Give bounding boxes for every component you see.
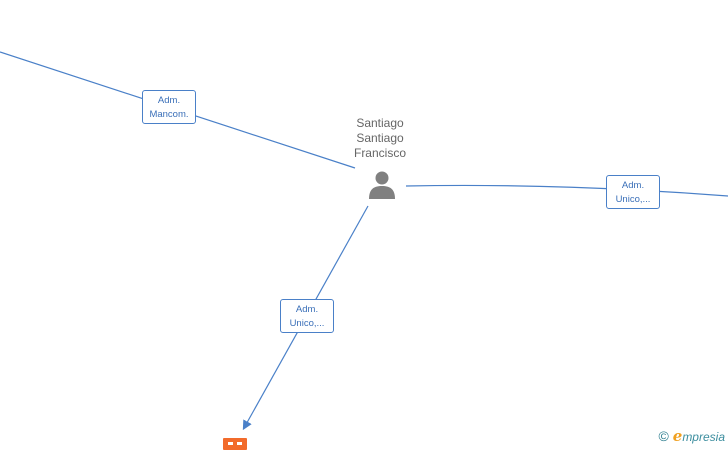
building-window [228, 442, 233, 445]
edge-label-unico-down-line-1: Adm. [295, 304, 319, 315]
brand-logo: empresia [673, 427, 725, 445]
building-icon[interactable] [223, 438, 247, 450]
empresia-watermark: © empresia [658, 427, 725, 445]
edge-label-unico-right[interactable]: Adm. Unico,... [606, 175, 660, 209]
brand-initial: e [672, 427, 683, 445]
edge-label-unico-right-line-1: Adm. [621, 180, 645, 191]
person-name-line-2: Santiago [356, 131, 404, 145]
edge-label-unico-down[interactable]: Adm. Unico,... [280, 299, 334, 333]
edge-label-mancom[interactable]: Adm. Mancom. [142, 90, 196, 124]
edge-label-unico-down-line-2: Unico,... [289, 318, 325, 329]
edge-label-mancom-line-1: Adm. [157, 95, 181, 106]
edge-label-unico-right-line-2: Unico,... [615, 194, 651, 205]
copyright-symbol: © [658, 428, 669, 444]
edge-line-unico-right [405, 184, 728, 197]
brand-rest: mpresia [682, 430, 725, 444]
person-name-line-3: Francisco [353, 146, 406, 160]
person-name[interactable]: Santiago Santiago Francisco [330, 116, 430, 161]
building-window [237, 442, 242, 445]
edge-label-mancom-line-2: Mancom. [149, 109, 189, 120]
person-icon[interactable] [367, 170, 397, 200]
person-name-line-1: Santiago [356, 116, 404, 130]
